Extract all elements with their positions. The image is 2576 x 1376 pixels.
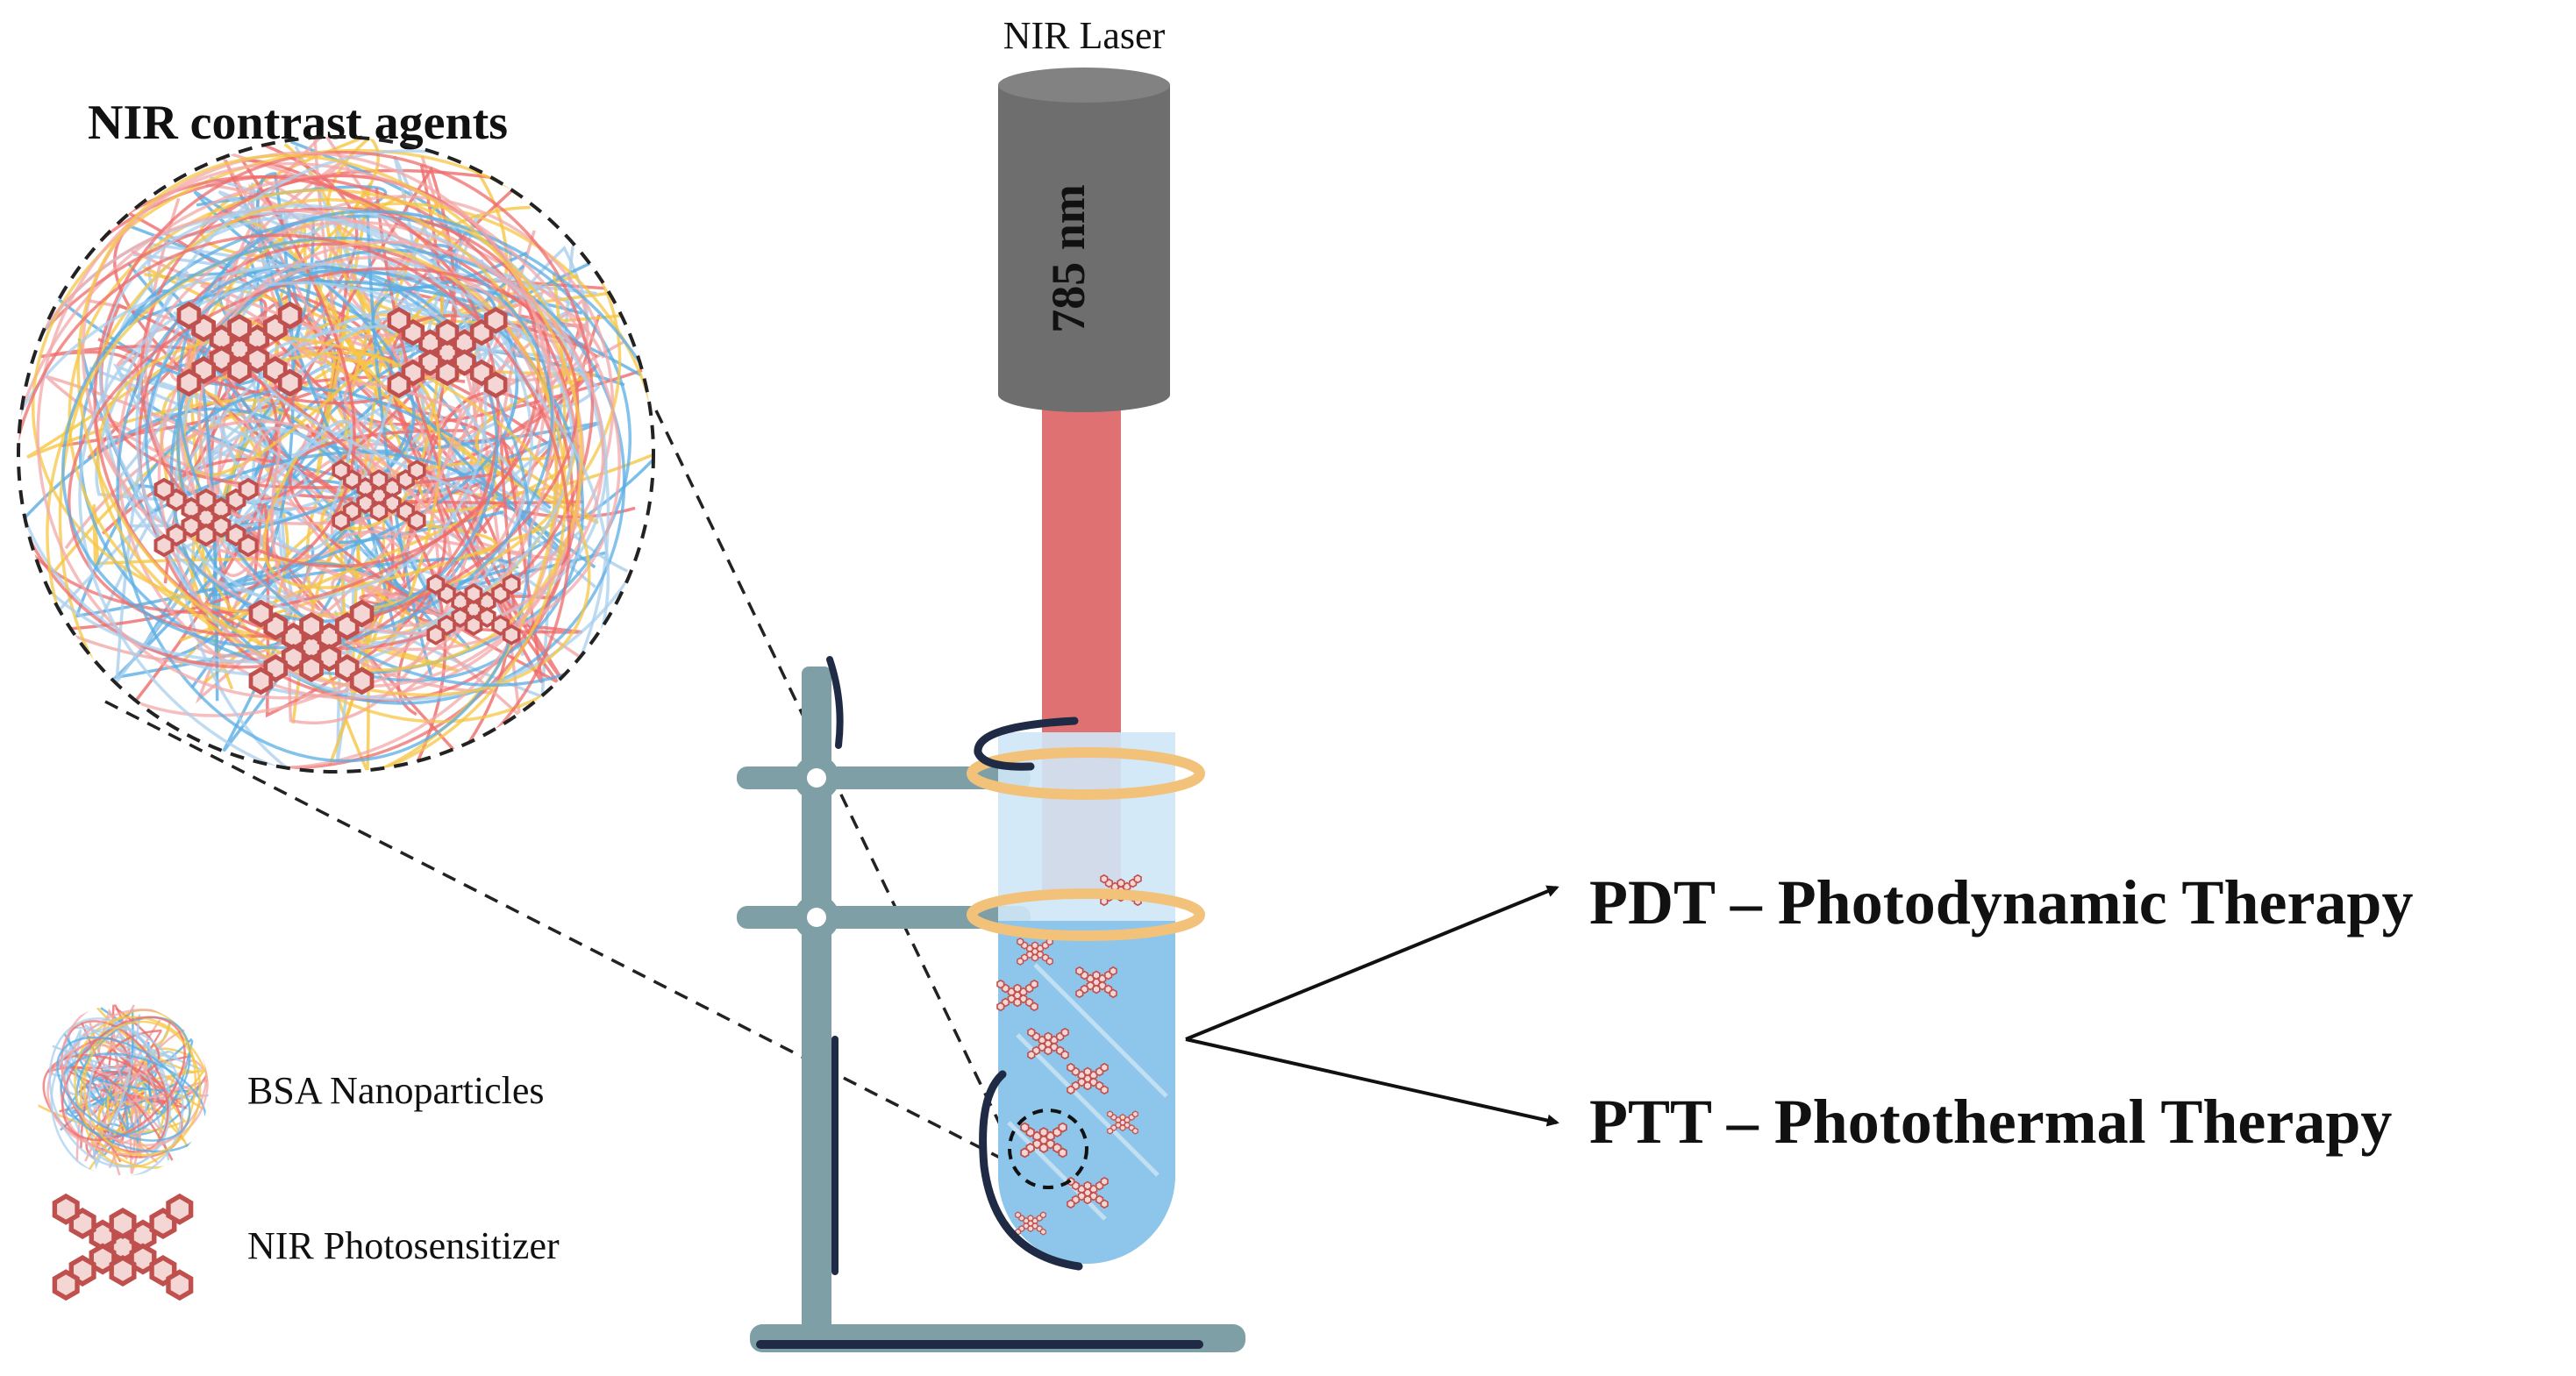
protein-fiber xyxy=(111,1007,168,1098)
lab-stand xyxy=(737,656,1245,1352)
tube-molecule xyxy=(1020,1122,1067,1159)
tube-molecule xyxy=(996,979,1038,1012)
protein-fiber-loop xyxy=(116,263,532,763)
photosensitizer-molecule xyxy=(176,301,303,397)
zoomed-nanoparticle xyxy=(17,135,655,774)
therapy-arrows xyxy=(1185,885,1559,1127)
stand-rod-highlight xyxy=(826,656,844,749)
tube-molecule xyxy=(1027,1027,1069,1060)
zoom-circle-outline xyxy=(17,135,655,774)
protein-fiber-loop xyxy=(56,1036,191,1142)
stand-rod xyxy=(802,667,831,1337)
protein-fiber xyxy=(375,187,544,684)
tube-molecule xyxy=(1067,1176,1109,1209)
stand-base-shadow xyxy=(756,1340,1203,1349)
protein-fiber-loop xyxy=(48,1017,172,1168)
tube-molecule xyxy=(1107,1110,1138,1135)
zoom-line-bottom xyxy=(104,700,1049,1184)
ptt-label: PTT – Photothermal Therapy xyxy=(1589,1087,2392,1157)
photosensitizer-molecule xyxy=(153,477,259,558)
photosensitizer-molecule xyxy=(387,306,508,399)
laser-top xyxy=(998,68,1170,103)
pdt-label: PDT – Photodynamic Therapy xyxy=(1589,867,2413,938)
clamp-ring-upper xyxy=(967,747,1205,800)
tube-molecule xyxy=(1015,1211,1046,1236)
nir-photosensitizer-icon xyxy=(52,1193,194,1301)
legend-label-photosensitizer: NIR Photosensitizer xyxy=(247,1224,560,1267)
tube-bottom-outline xyxy=(979,1070,1083,1271)
arrow-pdt xyxy=(1185,885,1559,1041)
protein-fiber-loop xyxy=(46,1044,156,1147)
protein-fiber-loop xyxy=(98,203,608,635)
tube-molecule xyxy=(1017,938,1053,966)
protein-fiber xyxy=(108,1045,179,1125)
tube-molecule xyxy=(1075,966,1117,999)
tube-rim-outline xyxy=(974,717,1079,771)
diagram-title: NIR contrast agents xyxy=(88,96,508,150)
protein-fiber-loop xyxy=(61,1016,186,1142)
protein-fiber xyxy=(77,1054,209,1104)
protein-fiber-loop xyxy=(18,208,560,770)
protein-fiber xyxy=(87,217,434,704)
laser-body xyxy=(998,85,1170,412)
protein-fiber-loop xyxy=(61,236,554,650)
clamp-ring-lower xyxy=(967,888,1205,941)
protein-fiber-loop xyxy=(83,1020,202,1157)
protein-fiber xyxy=(56,382,468,666)
legend-label-bsa: BSA Nanoparticles xyxy=(247,1069,545,1112)
protein-fiber-loop xyxy=(50,1026,184,1176)
protein-fiber xyxy=(74,293,552,618)
arrow-ptt xyxy=(1185,1037,1559,1127)
photosensitizer-molecule xyxy=(332,460,426,531)
protein-fiber-loop xyxy=(76,153,583,672)
test-tube xyxy=(967,717,1205,1271)
zoom-line-top xyxy=(654,410,1002,1125)
legend: BSA Nanoparticles NIR Photosensitizer xyxy=(37,1004,560,1301)
protein-fiber xyxy=(179,455,575,650)
laser-label: NIR Laser xyxy=(1003,14,1166,57)
legend-molecule xyxy=(52,1193,194,1301)
protein-fiber-loop xyxy=(36,151,555,700)
bsa-nanoparticle-icon xyxy=(37,1004,209,1176)
protein-fiber-loop xyxy=(178,195,615,628)
protein-fiber xyxy=(218,351,459,672)
tube-molecule xyxy=(1067,1062,1109,1095)
protein-fiber xyxy=(318,260,602,545)
photosensitizer-molecule xyxy=(426,574,521,645)
photosensitizer-molecule xyxy=(248,599,375,695)
photosensitizer-molecules xyxy=(153,301,521,695)
protein-fiber-loop xyxy=(68,267,580,638)
zoom-source-circle xyxy=(1008,1109,1088,1189)
protein-fiber xyxy=(205,183,463,627)
laser-wavelength: 785 nm xyxy=(1042,184,1095,333)
protein-fiber xyxy=(253,431,446,718)
